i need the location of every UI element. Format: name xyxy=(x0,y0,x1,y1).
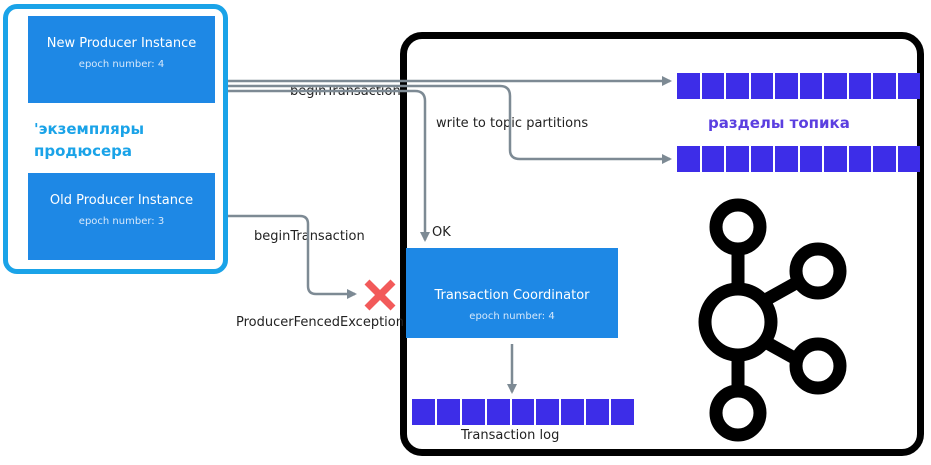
write-partitions-label: write to topic partitions xyxy=(436,116,589,131)
partition-cell xyxy=(677,146,702,172)
partition-cell xyxy=(775,73,800,99)
topic-partition-1 xyxy=(677,73,920,99)
partition-cell xyxy=(701,146,726,172)
old-producer-epoch: epoch number: 3 xyxy=(78,216,165,227)
partition-cell xyxy=(873,73,898,99)
partition-cell xyxy=(848,146,873,172)
transaction-coordinator-box[interactable]: Transaction Coordinator epoch number: 4 xyxy=(406,248,618,338)
coordinator-epoch: epoch number: 4 xyxy=(469,311,555,322)
log-cell xyxy=(412,399,437,425)
ok-label: OK xyxy=(432,225,451,240)
arrow-to-partition-2 xyxy=(228,84,672,164)
partition-cell xyxy=(897,73,920,99)
topic-partition-2 xyxy=(677,146,920,172)
log-cell xyxy=(561,399,587,425)
partition-cell xyxy=(873,146,898,172)
new-producer-box[interactable]: New Producer Instance epoch number: 4 xyxy=(28,16,215,103)
partition-cell xyxy=(848,73,873,99)
log-cell xyxy=(486,399,512,425)
partition-cell xyxy=(677,73,702,99)
producers-caption: 'экземпляры продюсера xyxy=(34,120,145,160)
partition-cell xyxy=(775,146,800,172)
topic-partitions-label: разделы топика xyxy=(708,114,850,132)
partition-cell xyxy=(750,73,775,99)
kafka-logo-icon xyxy=(698,198,847,442)
producer-fenced-exception-label: ProducerFencedException xyxy=(236,315,404,330)
partition-cell xyxy=(726,73,751,99)
arrow-old-producer-fenced xyxy=(228,214,357,299)
new-producer-title: New Producer Instance xyxy=(46,36,197,51)
new-producer-epoch: epoch number: 4 xyxy=(78,59,165,70)
log-cell xyxy=(511,399,537,425)
log-cell xyxy=(611,399,635,425)
old-producer-box[interactable]: Old Producer Instance epoch number: 3 xyxy=(28,173,215,260)
cross-icon xyxy=(364,279,396,311)
partition-cell xyxy=(799,146,824,172)
partition-cell xyxy=(799,73,824,99)
partition-cell xyxy=(750,146,775,172)
log-cell xyxy=(536,399,562,425)
partition-cell xyxy=(824,73,849,99)
partition-cell xyxy=(701,73,726,99)
partition-cell xyxy=(824,146,849,172)
old-begin-transaction-label: beginTransaction xyxy=(254,229,365,244)
transaction-log-bar xyxy=(412,399,635,425)
log-cell xyxy=(436,399,462,425)
arrow-begin-to-coordinator xyxy=(228,89,430,242)
log-cell xyxy=(461,399,487,425)
log-cell xyxy=(586,399,612,425)
coordinator-title: Transaction Coordinator xyxy=(434,288,590,303)
partition-cell xyxy=(726,146,751,172)
old-producer-title: Old Producer Instance xyxy=(49,193,194,208)
partition-cell xyxy=(897,146,920,172)
transaction-log-label: Transaction log xyxy=(461,428,560,443)
